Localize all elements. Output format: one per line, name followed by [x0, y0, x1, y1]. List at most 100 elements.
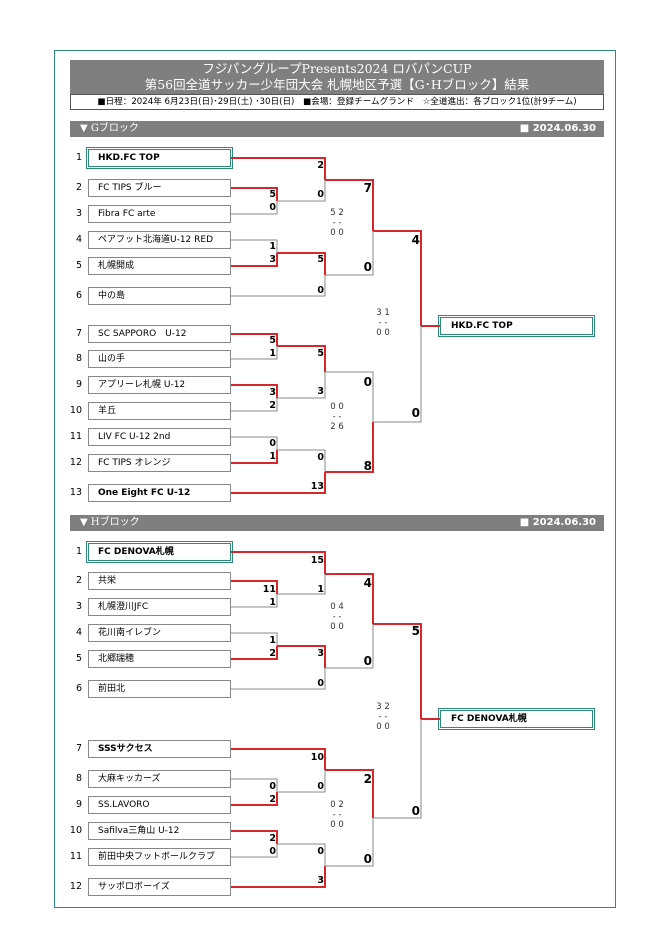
champion-slot: HKD.FC TOP [438, 315, 595, 337]
team-slot: SS.LAVORO [88, 796, 231, 814]
team-slot: 前田北 [88, 680, 231, 698]
team-slot: SSSサクセス [88, 740, 231, 758]
bracket-line [277, 574, 326, 595]
score-value: 1 [269, 635, 276, 646]
score-value: 10 [310, 752, 324, 763]
win-line [231, 253, 278, 267]
score-value: 3 [317, 875, 324, 886]
bracket-line [231, 844, 278, 858]
win-line [231, 646, 278, 660]
team-seed: 11 [69, 851, 82, 862]
pk-line: 0 0 [376, 328, 390, 338]
win-line [231, 384, 278, 398]
win-line [231, 450, 278, 464]
team-slot: ペアフット北海道U-12 RED [88, 231, 231, 249]
team-slot: 大麻キッカーズ [88, 770, 231, 788]
bracket-line [231, 346, 278, 360]
team-seed: 4 [75, 627, 82, 638]
block-header-g: ▼ Gブロック ■ 2024.06.30 [70, 121, 604, 137]
pk-score: 0 2- -0 0 [322, 800, 352, 830]
team-slot: FC TIPS オレンジ [88, 454, 231, 472]
team-seed: 12 [69, 457, 82, 468]
team-seed: 2 [75, 575, 82, 586]
pk-line: - - [332, 218, 342, 228]
score-value: 1 [269, 348, 276, 359]
block-header-h: ▼ Hブロック ■ 2024.06.30 [70, 515, 604, 531]
score-value: 3 [317, 386, 324, 397]
bracket-line [231, 632, 278, 646]
bracket-line [231, 398, 278, 412]
team-slot: 札幌開成 [88, 257, 231, 275]
score-value: 1 [269, 451, 276, 462]
score-value: 3 [269, 387, 276, 398]
score-value: 0 [363, 852, 372, 866]
team-slot: HKD.FC TOP [86, 147, 233, 169]
win-line [325, 422, 374, 473]
team-slot: 北郷瑞穂 [88, 650, 231, 668]
team-seed: 2 [75, 182, 82, 193]
score-value: 0 [317, 452, 324, 463]
team-seed: 6 [75, 290, 82, 301]
pk-line: - - [332, 810, 342, 820]
score-value: 0 [317, 678, 324, 689]
pk-line: 0 0 [330, 228, 344, 238]
score-value: 0 [317, 189, 324, 200]
win-line [277, 345, 326, 372]
score-value: 2 [317, 160, 324, 171]
team-slot: 札幌澄川JFC [88, 598, 231, 616]
bracket-line [277, 770, 326, 793]
score-value: 5 [411, 624, 420, 638]
score-value: 2 [269, 794, 276, 805]
champion-slot: FC DENOVA札幌 [438, 708, 595, 730]
team-seed: 9 [75, 379, 82, 390]
pk-score: 5 2- -0 0 [322, 208, 352, 238]
score-value: 4 [411, 233, 420, 247]
team-seed: 8 [75, 353, 82, 364]
score-value: 2 [269, 648, 276, 659]
win-line [231, 748, 326, 770]
pk-line: 0 0 [330, 820, 344, 830]
team-seed: 13 [69, 487, 82, 498]
block-label: ▼ Gブロック [80, 123, 139, 134]
score-value: 3 [269, 254, 276, 265]
team-slot: Safilva三角山 U-12 [88, 822, 231, 840]
bracket-line [277, 843, 326, 866]
team-seed: 8 [75, 773, 82, 784]
win-line [231, 551, 326, 574]
bracket-line [373, 326, 422, 423]
win-line [231, 580, 278, 594]
team-slot: アプリーレ札幌 U-12 [88, 376, 231, 394]
schedule-info: ■日程：2024年 6月23日(日)･29日(土) ･30日(日) ■会場：登録… [70, 94, 604, 110]
team-slot: LIV FC U-12 2nd [88, 428, 231, 446]
bracket-line [231, 239, 278, 253]
score-value: 8 [363, 459, 372, 473]
block-date: ■ 2024.06.30 [519, 517, 596, 528]
win-line [325, 573, 374, 624]
block-label: ▼ Hブロック [80, 517, 140, 528]
pk-score: 0 0- -2 6 [322, 402, 352, 432]
team-slot: One Eight FC U-12 [88, 484, 231, 502]
score-value: 13 [310, 481, 324, 492]
score-value: 7 [363, 181, 372, 195]
team-seed: 10 [69, 825, 82, 836]
bracket-line [325, 371, 374, 422]
win-line [325, 179, 374, 231]
bracket-line [231, 201, 278, 215]
team-slot: Fibra FC arte [88, 205, 231, 223]
score-value: 3 [317, 648, 324, 659]
team-seed: 9 [75, 799, 82, 810]
team-seed: 7 [75, 328, 82, 339]
pk-line: 3 1 [376, 308, 390, 318]
team-seed: 1 [75, 152, 82, 163]
bracket-line [325, 231, 374, 276]
team-slot: 共栄 [88, 572, 231, 590]
pk-line: 3 2 [376, 702, 390, 712]
pk-line: - - [332, 612, 342, 622]
score-value: 11 [262, 584, 276, 595]
pk-line: - - [378, 712, 388, 722]
score-value: 2 [269, 400, 276, 411]
score-value: 4 [363, 576, 372, 590]
score-value: 0 [363, 654, 372, 668]
team-slot: サッポロボーイズ [88, 878, 231, 896]
